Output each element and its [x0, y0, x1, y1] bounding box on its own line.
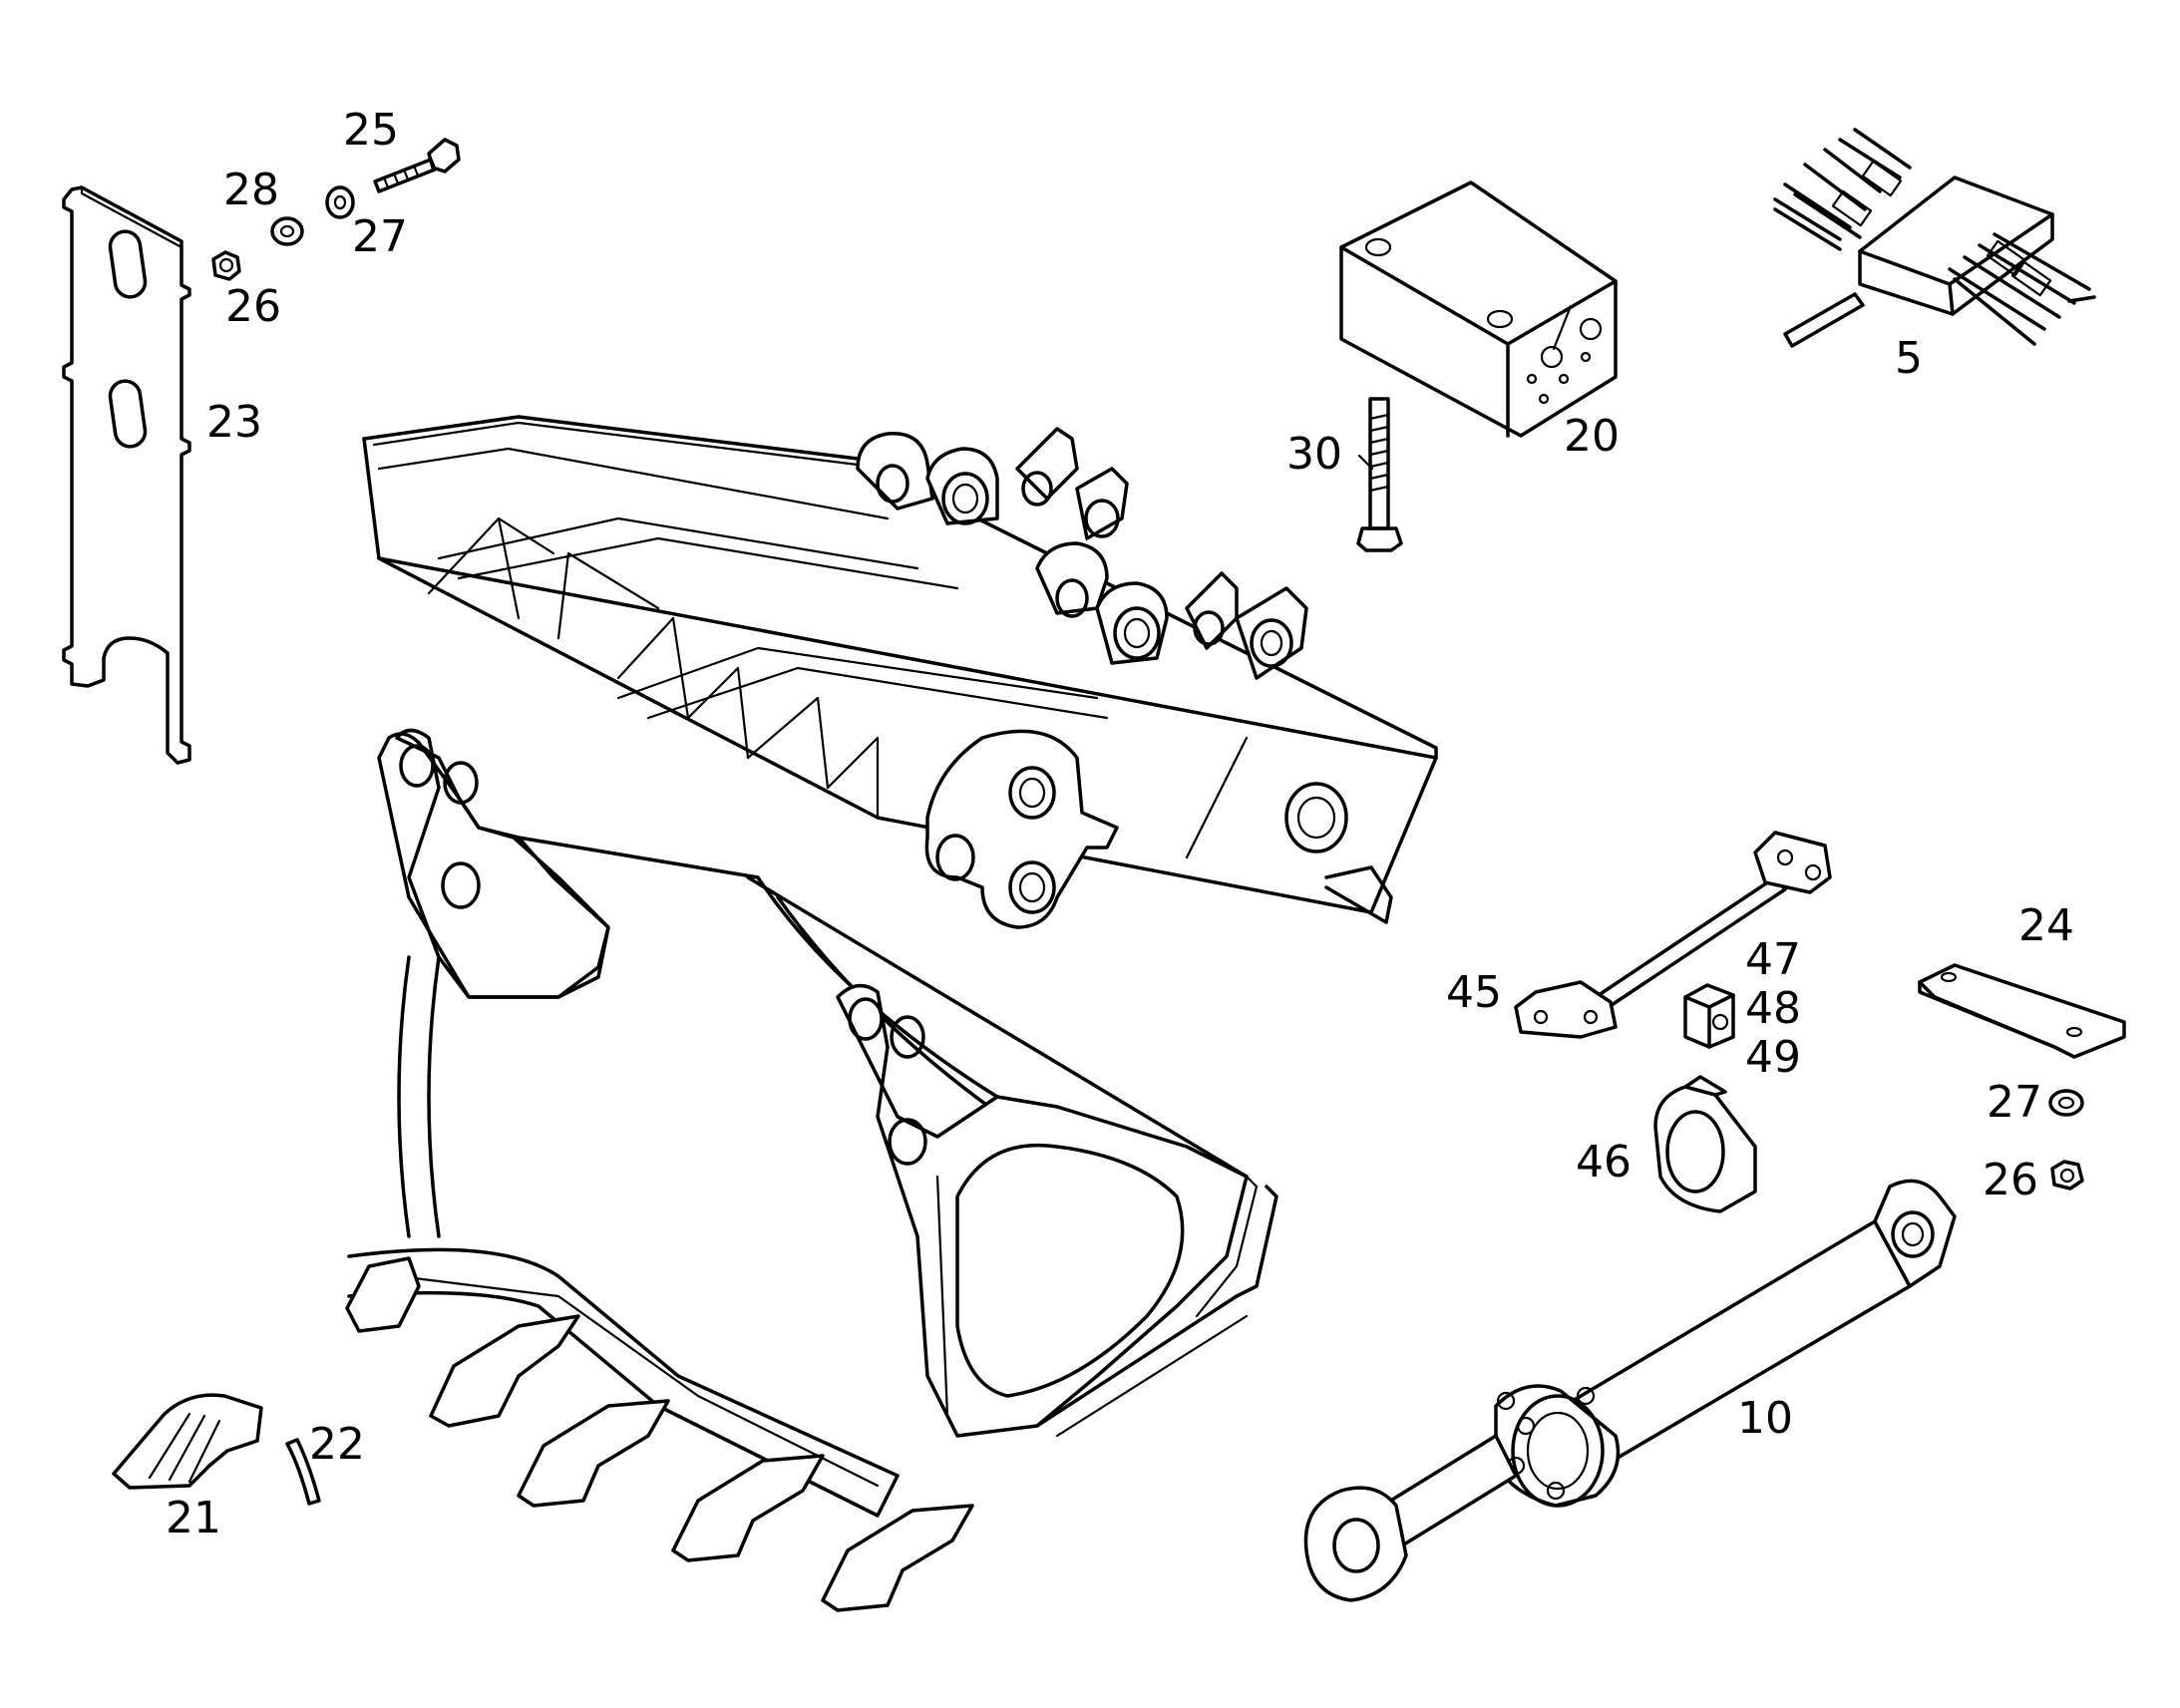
callout-20: 20 — [1564, 411, 1620, 462]
callout-25: 25 — [343, 105, 399, 156]
callout-5: 5 — [1895, 333, 1923, 384]
callout-labels: 5 10 20 21 22 23 24 25 26 26 27 27 28 30… — [166, 105, 2074, 1543]
washer-28 — [270, 216, 304, 246]
callout-22: 22 — [309, 1419, 365, 1470]
callout-28: 28 — [223, 165, 279, 215]
pipe-clamp-46 — [1653, 1075, 1757, 1213]
nut-26 — [211, 250, 241, 281]
washer-27-right — [2048, 1089, 2084, 1117]
washer-27 — [325, 185, 355, 219]
callout-26a: 26 — [225, 281, 281, 332]
callout-10: 10 — [1737, 1393, 1793, 1444]
callout-48: 48 — [1745, 983, 1801, 1034]
callout-24: 24 — [2018, 900, 2074, 951]
nut-26-right — [2050, 1160, 2084, 1191]
callout-45: 45 — [1446, 967, 1502, 1018]
callout-30: 30 — [1286, 429, 1342, 480]
bolt-25 — [373, 138, 461, 193]
leader-lines — [1357, 304, 1573, 471]
boom-arm — [362, 415, 1438, 929]
retainer-22 — [285, 1438, 321, 1506]
callout-46: 46 — [1576, 1137, 1632, 1188]
bolt-30 — [1356, 397, 1403, 552]
wear-plate-23 — [62, 185, 191, 765]
callout-27a: 27 — [352, 211, 408, 262]
plate-24 — [1918, 963, 2126, 1059]
callout-26b: 26 — [1983, 1155, 2038, 1205]
callout-27b: 27 — [1987, 1077, 2042, 1128]
callout-21: 21 — [166, 1493, 221, 1543]
bucket — [345, 728, 1278, 1612]
clamp-block-47-48-49 — [1683, 983, 1735, 1049]
callout-49: 49 — [1745, 1032, 1801, 1083]
valve-block-20 — [1339, 180, 1618, 438]
hydraulic-cylinder-10 — [1303, 1179, 1957, 1602]
tooth-tip-21 — [112, 1393, 263, 1490]
callout-23: 23 — [206, 397, 262, 448]
manifold-5 — [1773, 128, 2096, 348]
callout-47: 47 — [1745, 934, 1801, 985]
pipe-assembly-45 — [1514, 831, 1832, 1039]
